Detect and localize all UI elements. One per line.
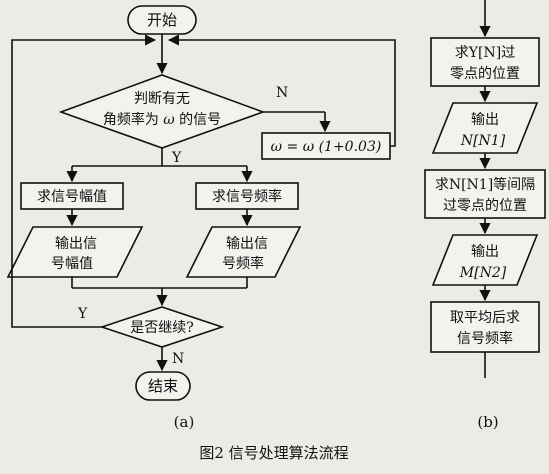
out1-line1: 输出	[471, 112, 499, 128]
no-label-1: N	[276, 85, 288, 101]
box2-line1: 求N[N1]等间隔	[435, 176, 535, 193]
omega-update-box	[261, 132, 391, 160]
yes-label-2: Y	[77, 306, 88, 322]
output-n1	[431, 102, 539, 154]
out1-line2: N[N1]	[460, 133, 506, 149]
box1-line1: 求Y[N]过	[455, 45, 515, 61]
out2-line2: M[N2]	[459, 265, 507, 281]
output-amp	[6, 226, 144, 278]
output-amp-line1: 输出信	[55, 236, 97, 252]
decision2-label: 是否继续?	[130, 319, 194, 336]
no-label-2: N	[172, 351, 184, 367]
zero-crossing-box	[430, 37, 540, 87]
equal-interval-box	[424, 169, 546, 219]
freq-process-box	[195, 182, 299, 210]
decision1-line2: 角频率为 ω 的信号	[103, 111, 221, 128]
box3-line2: 信号频率	[457, 330, 513, 347]
caption-b: (b)	[477, 413, 498, 431]
end-terminal	[135, 371, 191, 401]
box3-line1: 取平均后求	[450, 310, 520, 326]
amp-process-label: 求信号幅值	[37, 189, 107, 205]
loop-back-update	[167, 34, 396, 147]
caption-a: (a)	[174, 413, 195, 431]
output-freq	[185, 226, 302, 278]
flowchart-b: 求Y[N]过 零点的位置 输出 N[N1] 求N[N1]等间隔 过零点的位置 输…	[424, 0, 546, 431]
flowchart-a: 开始 判断有无 角频率为 ω 的信号 N ω = ω (1+0.03) Y 求信…	[6, 5, 396, 431]
yes-label-1: Y	[171, 150, 182, 166]
box2-line2: 过零点的位置	[443, 198, 527, 214]
output-freq-line2: 号频率	[222, 255, 264, 272]
out2-line1: 输出	[471, 244, 499, 260]
output-freq-line1: 输出信	[226, 236, 268, 252]
output-n2	[431, 234, 539, 286]
end-label: 结束	[148, 377, 178, 395]
figure-caption: 图2 信号处理算法流程	[199, 444, 348, 462]
box1-line2: 零点的位置	[450, 66, 520, 82]
omega-update-label: ω = ω (1+0.03)	[271, 139, 382, 155]
freq-process-label: 求信号频率	[212, 188, 282, 205]
decision1-line1: 判断有无	[134, 91, 190, 107]
loop-back-continue	[11, 34, 157, 328]
start-label: 开始	[147, 11, 177, 29]
output-amp-line2: 号幅值	[51, 256, 93, 272]
